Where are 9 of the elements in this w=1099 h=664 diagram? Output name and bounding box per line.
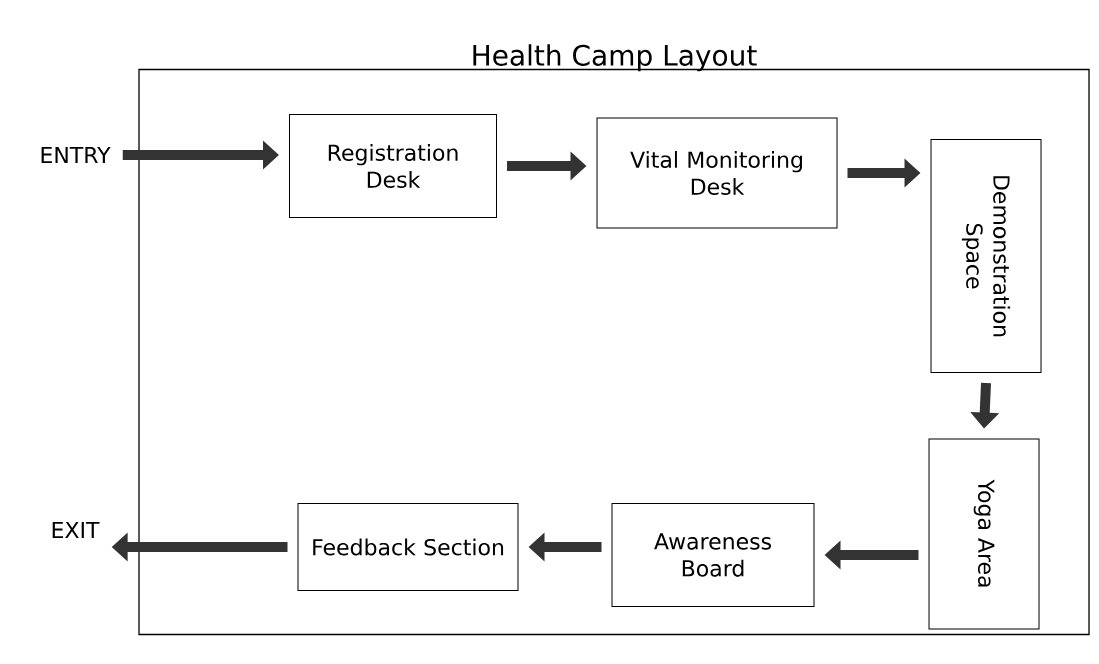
area-label: ENTRY <box>41 147 111 163</box>
station-box: Vital Monitoring Desk <box>596 117 838 229</box>
station-box: Feedback Section <box>297 503 519 591</box>
station-box: Registration Desk <box>289 114 497 218</box>
station-box: Yoga Area <box>928 438 1040 630</box>
area-label: EXIT <box>52 522 100 539</box>
node-label: Health Camp Layout <box>473 44 757 72</box>
station-box: Demonstration Space <box>930 139 1042 373</box>
station-box: Awareness Board <box>611 503 815 607</box>
